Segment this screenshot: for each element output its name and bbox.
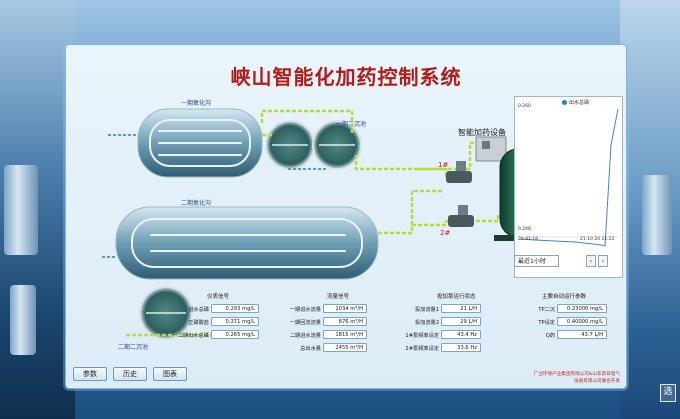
data-area: 仪表信号 进水总磷 0.293 mg/L 正磷酸盐 0.371 mg/L 一二期… [137,292,619,367]
chart-prev-button[interactable]: ‹ [586,255,596,267]
instrument-label: 进水总磷 [188,307,209,313]
pump-label: 投加流量2 [414,320,439,326]
auto-param-value: 0.40000 mg/L [557,317,607,326]
footer-credits: 广业环保产业集团有限公司&山东新日电气 设备有限公司联合开发 [534,371,620,385]
instrument-value: 0.371 mg/L [211,317,259,326]
flow-label: 一期回流流量 [289,320,321,326]
chart-next-button[interactable]: › [598,255,608,267]
flow-label: 一期进水流量 [289,307,321,313]
clarifier-phase2 [139,286,193,340]
auto-param-value: 43.7 L/H [557,330,607,339]
trend-chart[interactable]: 出水总磷 0.260 0.248 20 d1:16 21:10 20 21:22 [514,96,623,278]
dosing-equipment [475,136,507,162]
instrument-label: 正磷酸盐 [188,320,209,326]
flow-value: 1034 m³/H [323,304,367,313]
instruments-header: 仪表信号 [207,294,230,300]
tab-params[interactable]: 参数 [73,367,107,381]
label-pump-1: 1# [438,161,448,169]
pump-value: 21 L/H [441,304,481,313]
tab-history[interactable]: 历史 [113,367,147,381]
flow-value: 876 m³/H [323,317,367,326]
label-dosing-equipment: 智能加药设备 [458,127,506,137]
auto-param-label: TP二沉 [538,307,555,313]
pumps-header: 投加泵运行状态 [437,294,476,300]
pump-value: 43.4 Hz [441,330,481,339]
legend-dot-icon [562,100,567,105]
auto-param-label: TP设定 [538,320,555,326]
footer-line2: 设备有限公司联合开发 [574,379,620,384]
range-select[interactable]: 最近1小时 [514,255,559,267]
trend-line-svg [519,108,619,247]
instrument-label: 一二期出水总磷 [172,333,209,339]
instrument-value: 0.265 mg/L [211,330,259,339]
pump-label: 1#泵频率设定 [405,333,439,339]
label-clarifier-phase2: 二期二沉池 [118,343,148,351]
footer-line1: 广业环保产业集团有限公司&山东新日电气 [533,372,620,377]
background-tank [10,285,36,355]
pump-label: 投加流量1 [414,307,439,313]
pump-value: 29 L/H [441,317,481,326]
flow-header: 流量信号 [327,294,350,300]
instrument-value: 0.293 mg/L [211,304,259,313]
chart-x-end: 21:10 20 21:22 [580,237,615,242]
pump-value: 33.6 Hz [441,343,481,352]
label-ditch-phase2: 二期氧化沟 [181,199,211,207]
chart-bottom-value: 0.248 [518,227,531,232]
ditch-phase1 [137,108,263,178]
auto-param-value: 0.23000 mg/L [557,304,607,313]
pump-2 [448,205,474,227]
background-tank [4,165,38,255]
legend-label: 出水总磷 [569,100,590,106]
tab-charts[interactable]: 图表 [153,367,187,381]
flow-label: 总出水量 [300,346,321,352]
pump-1 [446,161,472,183]
page-title: 峡山智能化加药控制系统 [230,65,462,89]
ditch-phase2 [115,206,379,280]
pump-label: 2#泵频率设定 [405,346,439,352]
blue-water-pipes [102,134,328,258]
process-diagram: 一期氧化沟 一期二沉池 二期氧化沟 二期二沉池 [102,99,546,351]
auto-params-header: 主要自动运行参数 [542,294,587,300]
chart-legend: 出水总磷 [562,99,589,106]
chart-top-value: 0.260 [518,104,531,109]
main-panel: 峡山智能化加药控制系统 [65,44,627,389]
auto-param-label: Q药 [545,333,555,339]
corner-button[interactable]: 选 [660,384,676,402]
flow-value: 2455 m³/H [323,343,367,352]
flow-value: 1815 m³/H [323,330,367,339]
label-ditch-phase1: 一期氧化沟 [181,99,211,107]
chart-x-start: 20 d1:16 [518,237,539,242]
flow-label: 二期进水流量 [289,333,321,339]
background-tank [642,175,672,255]
label-pump-2: 2# [440,229,450,237]
clarifier-phase1 [265,120,362,170]
trend-series-line [519,108,619,247]
